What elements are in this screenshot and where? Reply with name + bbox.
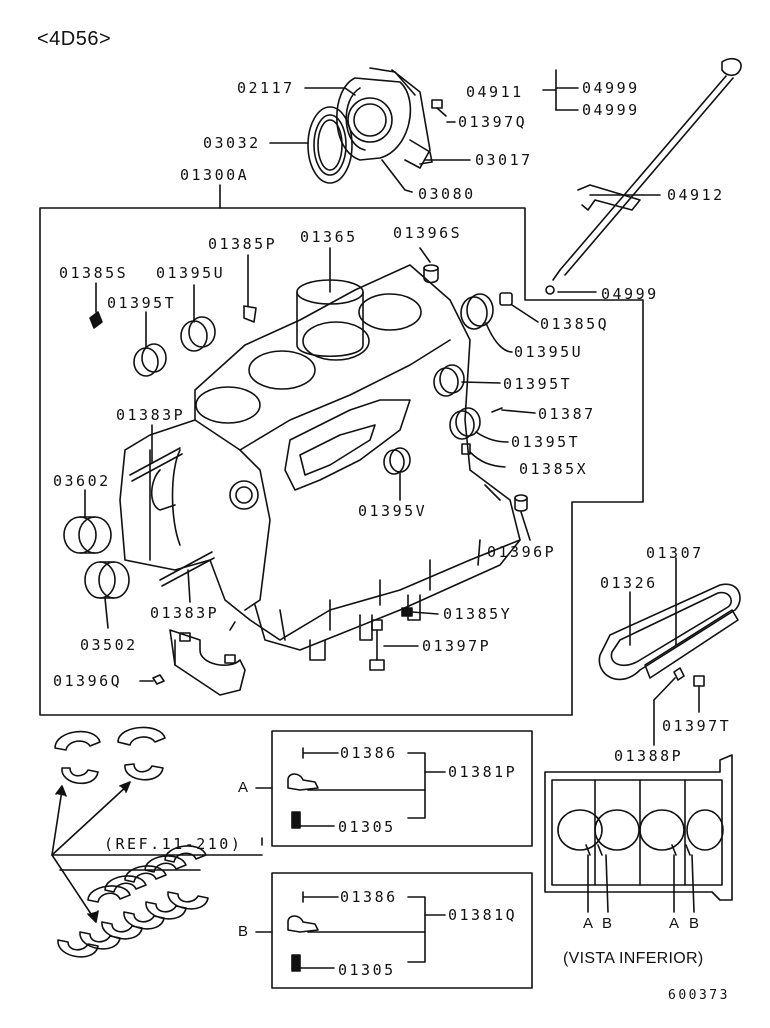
plug-01396s	[423, 264, 439, 284]
pin-near-01396p	[484, 484, 501, 501]
underside-view-caption: (VISTA INFERIOR)	[563, 950, 704, 967]
plug-01395t-r1	[433, 364, 501, 397]
engine-code-title: <4D56>	[37, 28, 112, 50]
part-label-04999-a: 04999	[582, 79, 640, 97]
part-label-03080: 03080	[418, 185, 476, 203]
underside-marker-b1: B	[602, 915, 613, 932]
part-label-01395u-left: 01395U	[156, 264, 226, 282]
reference-label: (REF.11-210)	[104, 835, 243, 853]
part-label-03502: 03502	[80, 636, 138, 654]
part-label-01385y: 01385Y	[443, 605, 513, 623]
box-b-label-01305: 01305	[338, 961, 396, 979]
box-a-label-01305: 01305	[338, 818, 396, 836]
cylinder-block	[119, 264, 521, 661]
piston-01365	[296, 247, 364, 358]
plug-01385s	[89, 282, 103, 329]
figure-number: 600373	[668, 988, 730, 1003]
part-label-01396s: 01396S	[393, 224, 463, 242]
part-label-01395u-right: 01395U	[514, 343, 584, 361]
part-label-04999-b: 04999	[582, 101, 640, 119]
bushing-03602	[63, 489, 112, 554]
rear-oil-seal-housing	[336, 67, 433, 169]
block-underside-view	[544, 754, 733, 913]
stud-01383p-top	[129, 424, 183, 482]
plug-01396q	[139, 674, 165, 685]
part-label-01396p: 01396P	[487, 543, 557, 561]
bolt-01385y	[401, 607, 439, 617]
stud-01383p-bottom	[159, 551, 215, 603]
engine-block-group-outline	[39, 207, 644, 716]
part-label-01300a: 01300A	[180, 166, 250, 184]
box-b-label-01381q: 01381Q	[448, 906, 518, 924]
detail-marker-a: A	[238, 779, 249, 796]
plug-01385q	[499, 292, 539, 323]
dipstick-guide-bracket	[577, 184, 641, 211]
part-label-01397p: 01397P	[422, 637, 492, 655]
part-label-03602: 03602	[53, 472, 111, 490]
part-label-01383p-bottom: 01383P	[150, 604, 220, 622]
bearing-shells	[54, 726, 209, 958]
underside-marker-a2: A	[669, 915, 680, 932]
part-label-01397t: 01397T	[662, 717, 732, 735]
part-label-01385q: 01385Q	[540, 315, 610, 333]
part-label-01365: 01365	[300, 228, 358, 246]
bolt-01397q	[431, 99, 447, 117]
part-label-01385s: 01385S	[59, 264, 129, 282]
part-label-01396q: 01396Q	[53, 672, 123, 690]
part-label-01385p: 01385P	[208, 235, 278, 253]
plug-01395u-right	[460, 293, 513, 353]
part-label-04912: 04912	[667, 186, 725, 204]
plug-01396p	[514, 494, 531, 541]
label-leader-lines	[229, 87, 661, 846]
part-label-01326: 01326	[600, 574, 658, 592]
part-label-01388p: 01388P	[614, 747, 684, 765]
part-label-04911: 04911	[466, 83, 524, 101]
bolt-01397p	[369, 619, 419, 671]
box-b-parts	[287, 891, 446, 972]
box-a-parts	[287, 747, 446, 829]
part-label-01397q: 01397Q	[458, 113, 528, 131]
o-ring-04999	[545, 285, 555, 295]
plug-01385x	[461, 443, 506, 468]
rear-oil-seal	[307, 106, 353, 184]
part-label-01387: 01387	[538, 405, 596, 423]
part-label-01395t-left: 01395T	[107, 294, 177, 312]
bearing-pointer-arrows	[51, 781, 263, 923]
plug-01395t-r2	[449, 407, 509, 443]
box-a-label-01386: 01386	[340, 744, 398, 762]
box-a-label-01381p: 01381P	[448, 763, 518, 781]
plug-01395u-left	[180, 284, 216, 352]
part-label-01307: 01307	[646, 544, 704, 562]
part-label-02117: 02117	[237, 79, 295, 97]
part-label-01395t-r2: 01395T	[511, 433, 581, 451]
plug-01387	[491, 407, 536, 414]
oil-level-gauge	[552, 58, 742, 281]
bolt-01397t	[693, 675, 705, 713]
part-label-01385x: 01385X	[519, 460, 589, 478]
box-b-label-01386: 01386	[340, 888, 398, 906]
plug-01395t-left	[133, 311, 167, 377]
part-label-01383p-top: 01383P	[116, 406, 186, 424]
underside-marker-b2: B	[689, 915, 700, 932]
bearing-cap	[169, 629, 246, 696]
detail-marker-b: B	[238, 923, 249, 940]
plug-01395v	[383, 447, 411, 501]
part-label-04999-c: 04999	[601, 285, 659, 303]
part-label-03032: 03032	[203, 134, 261, 152]
part-label-03017: 03017	[475, 151, 533, 169]
plug-01385p	[243, 254, 257, 323]
part-label-01395v: 01395V	[358, 502, 428, 520]
oil-pan-gasket	[598, 557, 741, 681]
part-label-01395t-r1: 01395T	[503, 375, 573, 393]
bushing-03502	[84, 561, 130, 629]
detail-box-b	[271, 872, 533, 989]
underside-marker-a1: A	[583, 915, 594, 932]
seal-01388p	[653, 667, 685, 746]
